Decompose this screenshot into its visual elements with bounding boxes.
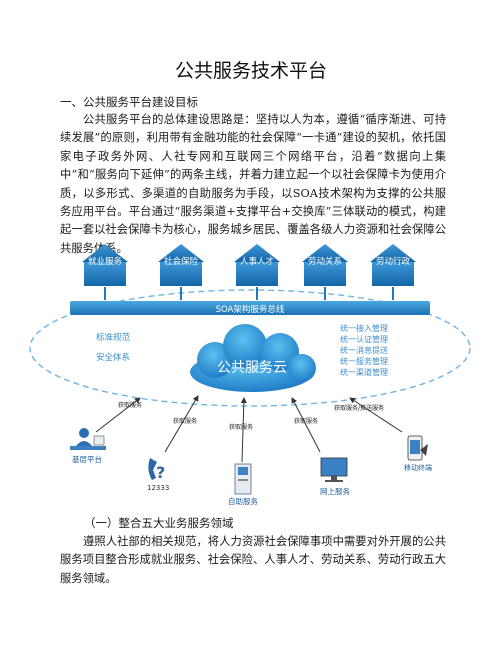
arrow-label: 获取服务 [118, 401, 142, 409]
arrow-label: 获取服务 [173, 417, 197, 425]
subsection-heading: （一）整合五大业务服务领域 [84, 516, 234, 530]
arrow-label: 获取服务 [229, 423, 253, 431]
left-label-standards: 标准规范 [96, 332, 131, 343]
section-heading: 一、公共服务平台建设目标 [60, 95, 198, 109]
arrow-label: 获取服务 [294, 417, 318, 425]
channel-label: 12333 [147, 484, 169, 492]
right-label: 统一渠道管理 [340, 367, 388, 377]
right-label: 统一接入管理 [340, 323, 388, 333]
mobile-icon [407, 435, 428, 461]
soa-bus [70, 301, 430, 315]
soa-bus-label: SOA架构服务总线 [216, 304, 285, 315]
intro-paragraph: 公共服务平台的总体建设思路是：坚持以人为本，遵循“循序渐进、可持续发展”的原则，… [60, 113, 446, 255]
subsection-paragraph: 遵照人社部的相关规范，将人力资源社会保障事项中需要对外开展的公共服务项目整合形成… [60, 535, 446, 585]
right-label: 统一服务管理 [340, 356, 388, 366]
channel-label: 网上服务 [320, 486, 350, 496]
right-label: 统一消息提送 [340, 345, 388, 355]
phone-icon: ? [148, 458, 165, 482]
svg-text:?: ? [156, 463, 165, 482]
page-title: 公共服务技术平台 [174, 60, 327, 82]
platform-ellipse [29, 289, 471, 407]
channel-label: 基层平台 [72, 454, 102, 464]
monitor-icon [320, 457, 348, 482]
channel-label: 移动终端 [404, 463, 432, 472]
kiosk-icon [234, 463, 252, 495]
right-label: 统一认证管理 [340, 334, 388, 344]
arrow-label: 获取服务/推送服务 [334, 404, 384, 412]
left-label-security: 安全体系 [96, 352, 130, 363]
cloud-shape [190, 324, 316, 392]
cloud-label: 公共服务云 [217, 360, 287, 376]
channel-label: 自助服务 [228, 496, 258, 506]
desk-worker-icon [70, 428, 106, 450]
